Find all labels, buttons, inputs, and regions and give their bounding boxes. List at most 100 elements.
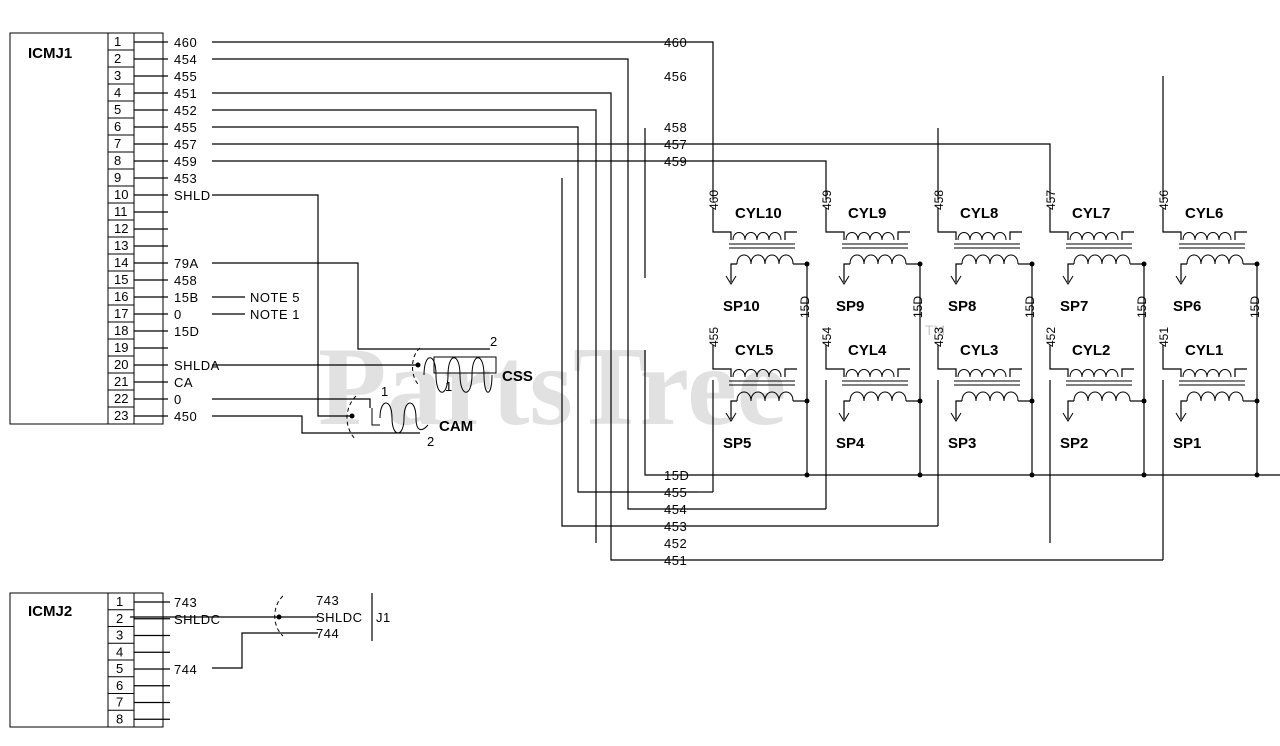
bus-label-457: 457 [664,137,687,152]
icmj1-harness-wires [212,41,1051,561]
bus-label-15d: 15D [664,468,689,483]
icmj1-pin-9: 9 [114,170,121,185]
icmj1-wire-label: 452 [174,103,197,118]
icmj1-title: ICMJ1 [28,45,72,62]
icmj1-pin-19: 19 [114,340,128,355]
icmj1-wire-label: 0 [174,392,182,407]
bus-label-451: 451 [664,553,687,568]
icmj1-wire-label: 451 [174,86,197,101]
sp-label: SP5 [723,435,751,452]
cyl-label: CYL6 [1185,205,1223,222]
icmj1-pin-12: 12 [114,221,128,236]
coil-return-label: 15D [911,296,925,318]
sp-label: SP9 [836,298,864,315]
right-bus-wires [697,76,1280,561]
icmj1-wire-label: 454 [174,52,197,67]
icmj1-pin-3: 3 [114,68,121,83]
css-pin-2: 2 [490,334,498,349]
watermark: PartsTree [318,325,787,449]
j1-label: J1 [376,610,391,625]
sp-label: SP1 [1173,435,1201,452]
icmj1-pin-5: 5 [114,102,121,117]
cyl-label: CYL3 [960,342,998,359]
icmj1-pin-1: 1 [114,34,121,49]
bus-label-458: 458 [664,120,687,135]
icmj1-pin-2: 2 [114,51,121,66]
icmj1-wire-label: 457 [174,137,197,152]
bus-label-453: 453 [664,519,687,534]
watermark-tm: TM [925,322,945,338]
coil-wire-label: 451 [1157,327,1171,347]
icmj2-pin-8: 8 [116,711,123,726]
cyl-label: CYL10 [735,205,782,222]
icmj1-pin-8: 8 [114,153,121,168]
icmj2-pin-4: 4 [116,644,123,659]
icmj1-wire-label: 459 [174,154,197,169]
coil-wire-label: 453 [932,327,946,347]
icmj1-pin-18: 18 [114,323,128,338]
cylinder-coils-top-row: CYL10SP1046015DCYL9SP945915DCYL8SP845815… [707,190,1262,478]
sp-label: SP10 [723,298,760,315]
icmj1-pin-17: 17 [114,306,128,321]
cam-pin-1: 1 [381,384,389,399]
icmj1-pin-4: 4 [114,85,121,100]
icmj2-pin-3: 3 [116,628,123,643]
coil-return-label: 15D [1248,296,1262,318]
cyl-label: CYL8 [960,205,998,222]
j1-wire-shldc: SHLDC [316,610,363,625]
icmj1-pin-22: 22 [114,391,128,406]
icmj2-pin-2: 2 [116,611,123,626]
icmj2-wire-label: 744 [174,662,197,677]
icmj1-wire-label: 460 [174,35,197,50]
icmj2-wire-label: SHLDC [174,612,221,627]
bus-label-459: 459 [664,154,687,169]
coil-wire-label: 455 [707,327,721,347]
coil-return-label: 15D [1023,296,1037,318]
icmj1-wire-labels: 460454455451452455457459453SHLD79A45815B… [134,35,220,424]
icmj1-wire-label: 15B [174,290,199,305]
sp-label: SP3 [948,435,976,452]
css-sensor: 2 1 CSS [412,334,533,394]
cyl-label: CYL4 [848,342,887,359]
bus-label-455: 455 [664,485,687,500]
cyl-label: CYL1 [1185,342,1223,359]
icmj1-wire-label: 453 [174,171,197,186]
icmj1-wire-label: 455 [174,120,197,135]
note-1: NOTE 1 [250,307,300,322]
cylinder-coils-bottom-row: CYL5SP5455CYL4SP4454CYL3SP3453CYL2SP2452… [707,327,1260,452]
cyl-label: CYL9 [848,205,886,222]
coil-wire-label: 460 [707,190,721,210]
icmj1-pin-11: 11 [114,204,128,219]
coil-wire-label: 454 [820,327,834,347]
sp-label: SP4 [836,435,865,452]
icmj1-wire-label: CA [174,375,193,390]
bus-label-460: 460 [664,35,687,50]
sp-label: SP6 [1173,298,1201,315]
icmj2-wire-label: 743 [174,595,197,610]
icmj1-pin-23: 23 [114,408,128,423]
cam-label: CAM [439,418,473,435]
icmj1-wire-label: SHLDA [174,358,220,373]
coil-wire-label: 452 [1044,327,1058,347]
icmj1-wire-label: 15D [174,324,199,339]
icmj1-wire-label: 79A [174,256,199,271]
bus-label-456: 456 [664,69,687,84]
icmj2-pin-1: 1 [116,594,123,609]
coil-wire-label: 457 [1044,190,1058,210]
cam-pin-2: 2 [427,434,435,449]
icmj1-pin-15: 15 [114,272,128,287]
bus-labels: 460 456 458 457 459 15D 455 454 453 452 … [664,35,689,568]
icmj1-pin-13: 13 [114,238,128,253]
